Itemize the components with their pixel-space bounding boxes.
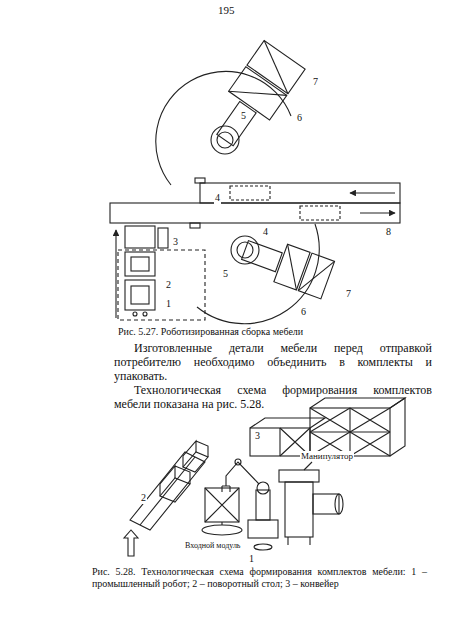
robot-arm bbox=[205, 40, 306, 154]
conveyor-beam bbox=[200, 183, 400, 203]
zone-outline bbox=[118, 250, 205, 320]
press-block bbox=[158, 228, 168, 248]
callout-number: 5 bbox=[240, 110, 247, 122]
industrial-robot bbox=[222, 459, 278, 550]
callout-number: 5 bbox=[222, 268, 229, 280]
part-block bbox=[300, 206, 340, 220]
stop bbox=[195, 178, 205, 183]
conveyor bbox=[130, 441, 208, 530]
callout-number: 6 bbox=[300, 306, 307, 318]
callout-number: 2 bbox=[165, 279, 172, 291]
stop bbox=[190, 223, 200, 228]
conveyor-beam bbox=[110, 203, 400, 223]
part-label: Манипулятор bbox=[300, 451, 354, 461]
magazine-cell bbox=[125, 280, 155, 310]
callout-number: 4 bbox=[214, 192, 221, 204]
magazine-cell bbox=[131, 257, 149, 271]
work-zone-arc bbox=[197, 224, 319, 324]
flow-arrow bbox=[360, 212, 395, 213]
callout-number: 4 bbox=[262, 226, 269, 238]
flow-arrow bbox=[115, 230, 116, 318]
work-zone-arc bbox=[156, 71, 291, 185]
callout-number: 6 bbox=[296, 112, 303, 124]
callout-number: 1 bbox=[165, 298, 172, 310]
magazine-cell bbox=[125, 252, 155, 276]
input-arrow bbox=[124, 530, 138, 556]
robot-arm bbox=[238, 231, 334, 299]
body-paragraph: Технологическая схема формирования компл… bbox=[114, 384, 432, 412]
magazine-cell bbox=[125, 226, 155, 248]
manipulator bbox=[279, 462, 343, 545]
callout-number: 3 bbox=[172, 236, 179, 248]
part-label: Входной модуль bbox=[184, 541, 242, 550]
callout-number: 1 bbox=[248, 553, 255, 565]
callout-number: 7 bbox=[312, 76, 319, 88]
turntable bbox=[202, 488, 242, 535]
body-paragraph: Изготовленные детали мебели перед отправ… bbox=[114, 342, 432, 383]
callout-number: 8 bbox=[385, 226, 392, 238]
page-number: 195 bbox=[218, 4, 235, 17]
callout-number: 7 bbox=[345, 288, 352, 300]
callout-number: 2 bbox=[140, 492, 147, 504]
figure-caption: Рис. 5.28. Технологическая схема формиро… bbox=[92, 566, 427, 589]
magazine-cell bbox=[131, 286, 149, 304]
figure-caption: Рис. 5.27. Роботизированная сборка мебел… bbox=[118, 326, 303, 338]
box-stack bbox=[250, 398, 405, 456]
flow-arrow bbox=[350, 192, 395, 193]
callout-number: 3 bbox=[254, 430, 261, 442]
part-block bbox=[230, 186, 270, 200]
